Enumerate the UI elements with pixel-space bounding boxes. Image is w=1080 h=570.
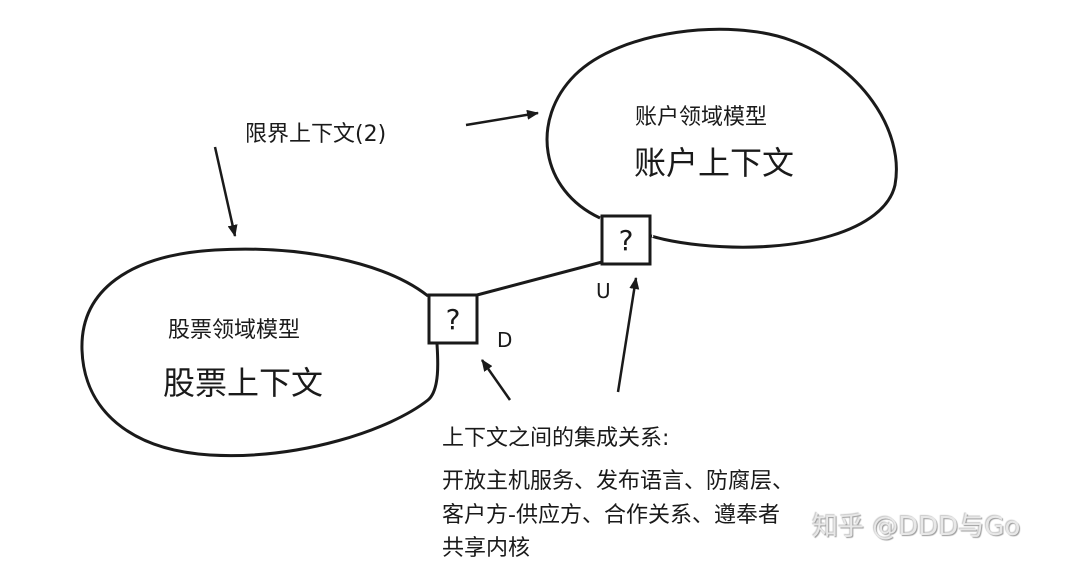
boundary-label: 限界上下文(2) <box>245 122 387 147</box>
integration-connector <box>476 260 603 297</box>
integration-line-2: 客户方-供应方、合作关系、遵奉者 <box>442 503 780 528</box>
downstream-port-symbol: ? <box>445 302 461 336</box>
account-context-boundary <box>545 27 898 249</box>
downstream-role-label: D <box>497 328 513 352</box>
downstream-port-box <box>427 293 479 345</box>
stock-context-boundary <box>80 247 440 458</box>
integration-line-3: 共享内核 <box>442 536 531 561</box>
arrow-to-downstream-port <box>480 359 512 401</box>
arrow-to-upstream-port <box>616 277 640 393</box>
arrow-to-account-context <box>465 109 539 127</box>
watermark: 知乎 @DDD与Go <box>812 512 1021 542</box>
stock-context-name: 股票上下文 <box>163 364 324 402</box>
upstream-port-symbol: ? <box>618 223 634 257</box>
stock-model-label: 股票领域模型 <box>168 318 301 343</box>
integration-line-1: 开放主机服务、发布语言、防腐层、 <box>442 469 795 494</box>
integration-heading: 上下文之间的集成关系: <box>442 426 670 451</box>
account-model-label: 账户领域模型 <box>635 105 768 130</box>
upstream-role-label: U <box>596 279 611 303</box>
upstream-port-box <box>600 214 652 266</box>
arrow-to-stock-context <box>213 146 238 237</box>
account-context-name: 账户上下文 <box>634 144 795 182</box>
